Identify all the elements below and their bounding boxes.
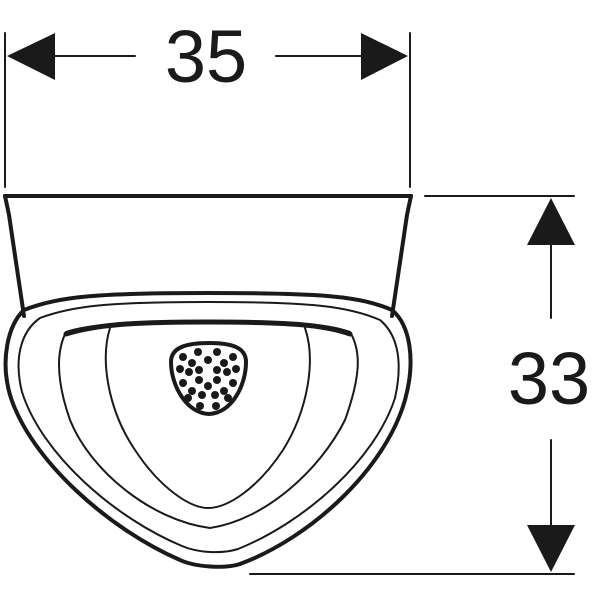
bowl-front-lip bbox=[63, 319, 353, 337]
arrow-down-icon bbox=[527, 525, 575, 572]
urinal-side-left bbox=[3, 194, 26, 318]
trough-outline bbox=[104, 327, 311, 509]
inner-rim bbox=[17, 301, 400, 554]
depth-dimension-label: 33 bbox=[508, 337, 590, 420]
arrow-right-icon bbox=[361, 33, 408, 80]
drain-strainer-icon bbox=[169, 341, 248, 416]
outer-rim bbox=[3, 291, 413, 569]
width-dimension-label: 35 bbox=[165, 15, 247, 98]
depth-dimension bbox=[249, 195, 575, 575]
arrow-up-icon bbox=[527, 198, 575, 245]
width-dimension bbox=[4, 32, 411, 188]
urinal-outline bbox=[3, 194, 413, 569]
arrow-left-icon bbox=[7, 33, 55, 80]
urinal-side-right bbox=[390, 194, 413, 318]
